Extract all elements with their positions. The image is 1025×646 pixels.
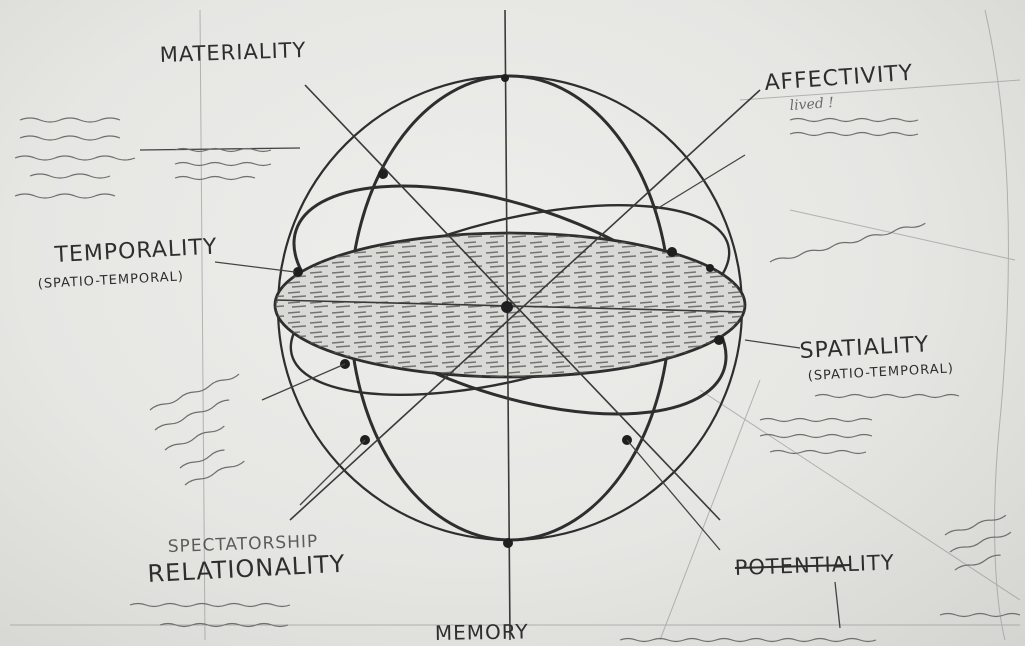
node-dot bbox=[501, 74, 509, 82]
label-temporality-sub: (SPATIO-TEMPORAL) bbox=[37, 269, 184, 292]
label-affectivity: AFFECTIVITY bbox=[764, 61, 914, 96]
note-lived: lived ! bbox=[789, 95, 834, 114]
label-temporality: TEMPORALITY bbox=[53, 234, 218, 268]
node-dot bbox=[706, 264, 714, 272]
center-dot bbox=[501, 301, 513, 313]
label-spatiality: SPATIALITY bbox=[799, 332, 930, 364]
node-dot bbox=[714, 335, 724, 345]
label-spatiality-sub: (SPATIO-TEMPORAL) bbox=[807, 361, 954, 384]
label-memory: MEMORY bbox=[435, 619, 529, 645]
node-dot bbox=[503, 538, 513, 548]
node-dot bbox=[667, 247, 677, 257]
label-materiality: MATERIALITY bbox=[159, 38, 306, 67]
node-dot bbox=[378, 169, 388, 179]
